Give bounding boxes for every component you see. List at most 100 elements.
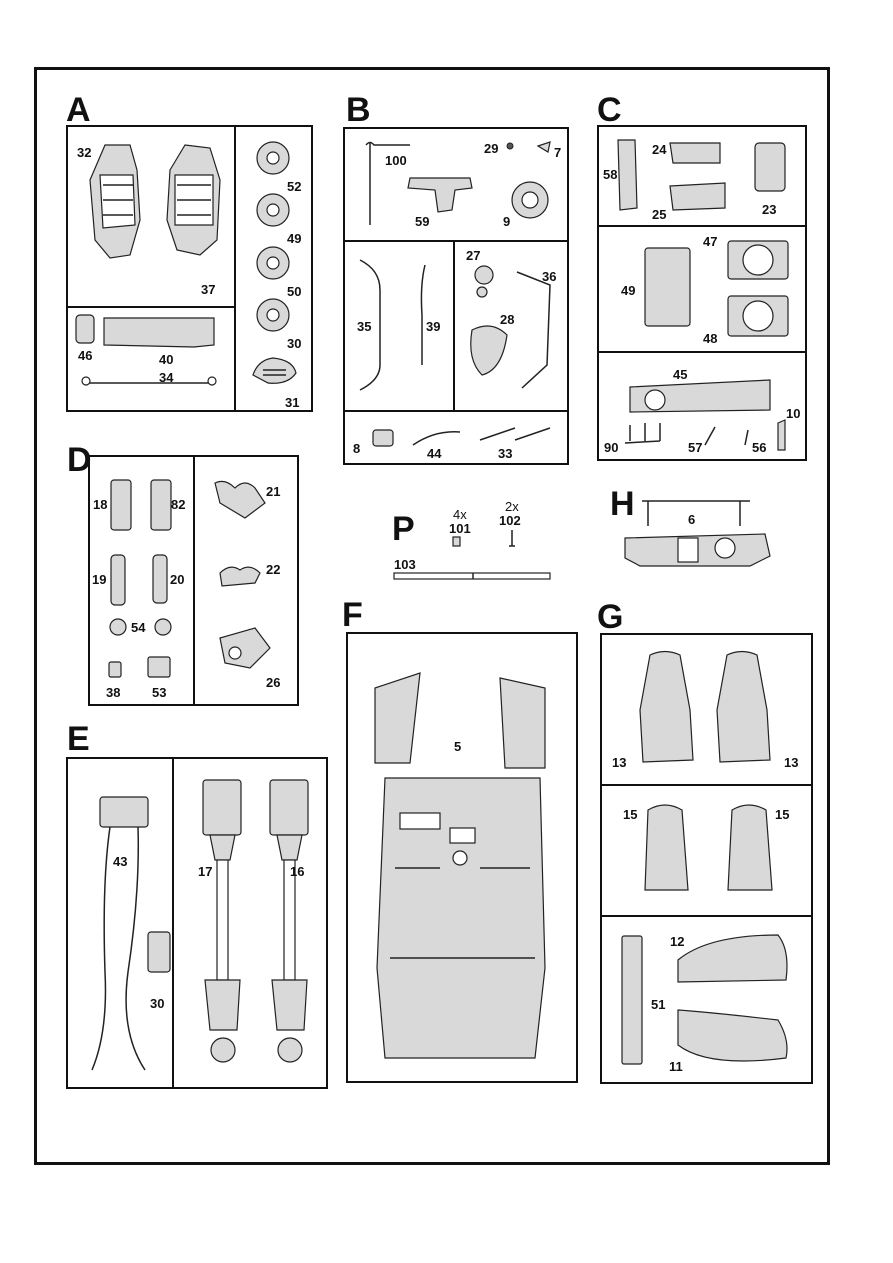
part-label: 30 bbox=[287, 336, 302, 351]
part-label: 100 bbox=[385, 153, 407, 168]
part-label: 13 bbox=[612, 755, 627, 770]
section-e-box bbox=[66, 757, 328, 1089]
floor-pan-part bbox=[374, 672, 546, 1059]
part-label: 52 bbox=[287, 179, 302, 194]
section-d-divider bbox=[193, 455, 195, 706]
d-left-parts bbox=[108, 479, 172, 678]
section-b-divider bbox=[453, 240, 455, 412]
part-label: 5 bbox=[454, 739, 462, 754]
part-label: 90 bbox=[604, 440, 619, 455]
quantity-label: 2x bbox=[505, 499, 519, 514]
part-label: 20 bbox=[170, 572, 185, 587]
c-middle-parts bbox=[644, 240, 789, 337]
section-e-letter: E bbox=[67, 720, 90, 758]
part-label: 34 bbox=[159, 370, 174, 385]
section-f-box bbox=[346, 632, 578, 1083]
d-right-parts bbox=[214, 480, 271, 669]
exhaust-part bbox=[91, 796, 171, 1071]
part-label: 27 bbox=[466, 248, 481, 263]
part-label: 82 bbox=[171, 497, 186, 512]
part-label: 28 bbox=[500, 312, 515, 327]
part-label: 25 bbox=[652, 207, 667, 222]
part-label: 54 bbox=[131, 620, 146, 635]
p-small-parts bbox=[393, 530, 551, 580]
part-label: 15 bbox=[623, 807, 638, 822]
quantity-label: 4x bbox=[453, 507, 467, 522]
c-upper-parts bbox=[617, 139, 786, 211]
part-label: 26 bbox=[266, 675, 281, 690]
part-label: 47 bbox=[703, 234, 718, 249]
part-label: 49 bbox=[287, 231, 302, 246]
part-label: 33 bbox=[498, 446, 513, 461]
front-seats-part bbox=[639, 650, 771, 763]
section-d-letter: D bbox=[67, 441, 92, 479]
part-label: 59 bbox=[415, 214, 430, 229]
part-label: 43 bbox=[113, 854, 128, 869]
part-label: 22 bbox=[266, 562, 281, 577]
fuel-tank-part bbox=[252, 357, 297, 384]
rear-seats-part bbox=[644, 804, 773, 891]
part-label: 44 bbox=[427, 446, 442, 461]
part-label: 38 bbox=[106, 685, 121, 700]
part-label: 9 bbox=[503, 214, 511, 229]
part-label: 49 bbox=[621, 283, 636, 298]
section-g-box bbox=[600, 633, 813, 1084]
part-label: 10 bbox=[786, 406, 801, 421]
door-panels-part bbox=[621, 934, 788, 1065]
section-e-divider bbox=[172, 757, 174, 1089]
section-p-letter: P bbox=[392, 510, 415, 548]
section-b-box bbox=[343, 127, 569, 465]
section-g-middle-row bbox=[600, 784, 813, 917]
part-label: 11 bbox=[669, 1059, 683, 1074]
brake-discs-part bbox=[256, 141, 290, 332]
section-c-letter: C bbox=[597, 91, 622, 129]
part-label: 12 bbox=[670, 934, 685, 949]
part-label: 21 bbox=[266, 484, 281, 499]
part-label: 17 bbox=[198, 864, 213, 879]
part-label: 56 bbox=[752, 440, 767, 455]
part-label: 46 bbox=[78, 348, 93, 363]
part-label: 53 bbox=[152, 685, 167, 700]
part-label: 31 bbox=[285, 395, 300, 410]
part-label: 101 bbox=[449, 521, 471, 536]
part-label: 50 bbox=[287, 284, 302, 299]
part-label: 40 bbox=[159, 352, 174, 367]
part-label: 23 bbox=[762, 202, 777, 217]
c-lower-parts bbox=[624, 379, 786, 451]
section-f-letter: F bbox=[342, 596, 363, 634]
part-label: 32 bbox=[77, 145, 92, 160]
section-b-middle-row bbox=[343, 240, 569, 412]
section-a-lower-cell bbox=[66, 306, 236, 412]
part-label: 8 bbox=[353, 441, 361, 456]
lower-b-parts bbox=[372, 427, 551, 447]
section-c-box bbox=[597, 125, 807, 461]
part-label: 15 bbox=[775, 807, 790, 822]
section-g-letter: G bbox=[597, 598, 624, 636]
part-label: 39 bbox=[426, 319, 441, 334]
section-a-letter: A bbox=[66, 91, 91, 129]
part-label: 58 bbox=[603, 167, 618, 182]
part-label: 7 bbox=[554, 145, 562, 160]
dashboard-part bbox=[624, 500, 771, 567]
section-b-letter: B bbox=[346, 91, 371, 129]
part-label: 24 bbox=[652, 142, 667, 157]
part-label: 6 bbox=[688, 512, 696, 527]
engine-accessories-part bbox=[470, 265, 551, 389]
lower-a-parts bbox=[75, 314, 217, 386]
part-label: 35 bbox=[357, 319, 372, 334]
sway-bars-part bbox=[359, 259, 426, 391]
sheet-frame bbox=[34, 67, 830, 1165]
section-c-middle-row bbox=[597, 225, 807, 353]
part-label: 103 bbox=[394, 557, 416, 572]
drivetrain-parts bbox=[202, 779, 309, 1063]
part-label: 36 bbox=[542, 269, 557, 284]
part-label: 102 bbox=[499, 513, 521, 528]
part-label: 51 bbox=[651, 997, 666, 1012]
chassis-frames-part bbox=[89, 144, 221, 259]
part-label: 18 bbox=[93, 497, 108, 512]
section-h-letter: H bbox=[610, 485, 635, 523]
part-label: 45 bbox=[673, 367, 688, 382]
steering-parts bbox=[365, 141, 551, 225]
part-label: 29 bbox=[484, 141, 499, 156]
part-label: 57 bbox=[688, 440, 703, 455]
